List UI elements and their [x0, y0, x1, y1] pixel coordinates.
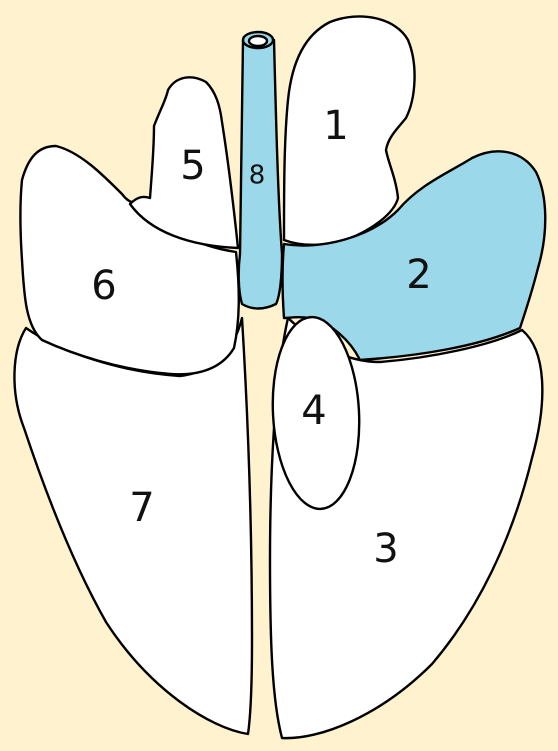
region-4-shape[interactable]: [268, 315, 364, 511]
trachea-opening-inner: [247, 34, 269, 48]
region-6-label: 6: [91, 263, 116, 309]
region-1-label: 1: [323, 103, 348, 149]
region-8-shape[interactable]: [237, 38, 284, 310]
region-6-shape[interactable]: [19, 144, 240, 376]
region-8-label: 8: [249, 161, 266, 191]
region-1-shape[interactable]: [282, 15, 416, 246]
region-5-shape[interactable]: [128, 76, 240, 250]
region-3-label: 3: [373, 526, 398, 572]
region-2-label: 2: [406, 252, 431, 298]
region-7-label: 7: [129, 485, 154, 531]
region-4-label: 4: [301, 388, 326, 434]
region-5-label: 5: [180, 143, 205, 189]
region-2-shape[interactable]: [281, 150, 547, 362]
